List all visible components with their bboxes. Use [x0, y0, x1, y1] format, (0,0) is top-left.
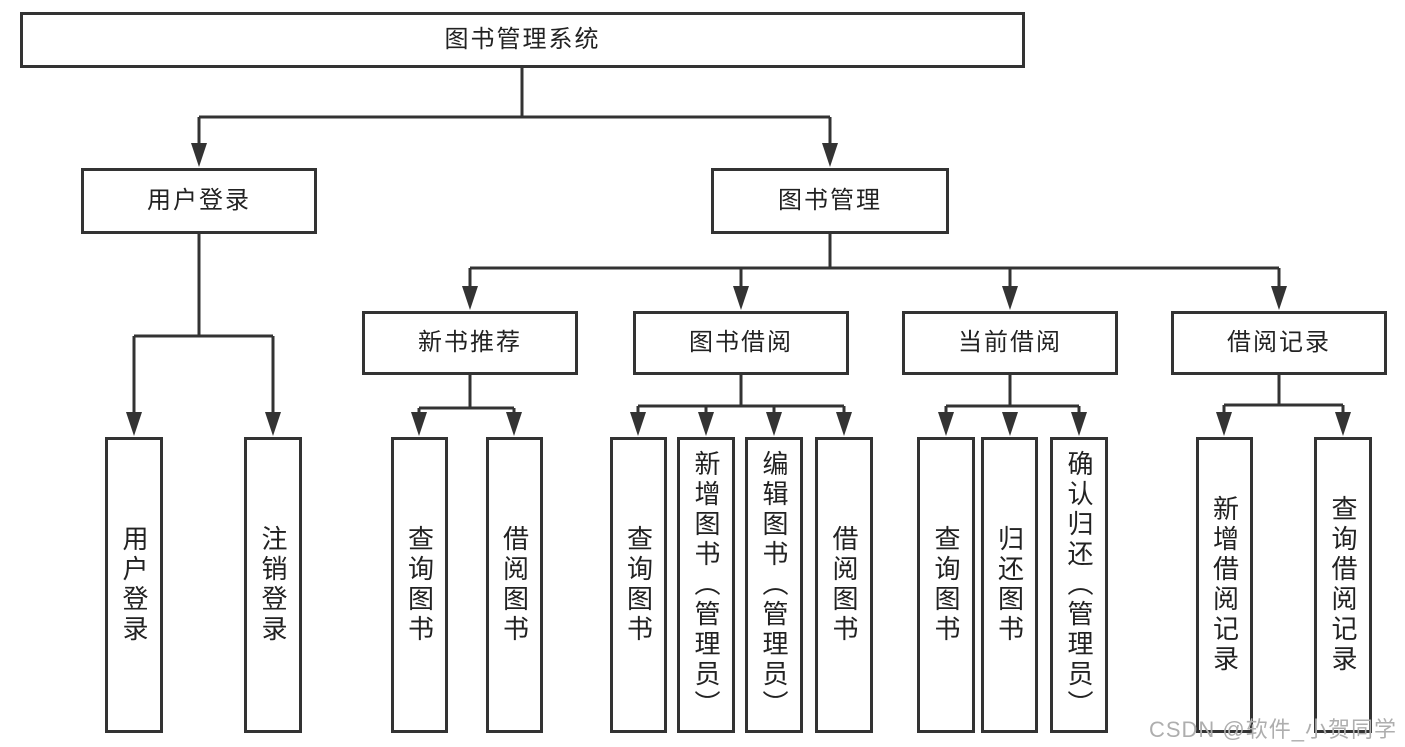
node-new-book-recommendation-label: 新书推荐 [418, 329, 522, 356]
leaf-return-books: 归还图书 [981, 437, 1038, 733]
leaf-logout-label: 注销登录 [258, 525, 288, 645]
node-user-login: 用户登录 [81, 168, 317, 234]
leaf-query-borrow-record-label: 查询借阅记录 [1328, 495, 1358, 675]
node-current-borrowing-label: 当前借阅 [958, 329, 1062, 356]
arrowheads-user-login-children [126, 412, 281, 436]
arrowheads-level3 [462, 286, 1287, 310]
connector-borrowing-records-children [1222, 375, 1345, 414]
node-user-login-label: 用户登录 [147, 187, 251, 214]
leaf-borrow-books-borrowing-label: 借阅图书 [829, 525, 859, 645]
leaf-query-books-borrowing: 查询图书 [610, 437, 667, 733]
node-library-management-system: 图书管理系统 [20, 12, 1025, 68]
arrowheads-current-borrowing-children [938, 412, 1087, 436]
node-new-book-recommendation: 新书推荐 [362, 311, 578, 375]
leaf-query-books-recommend: 查询图书 [391, 437, 448, 733]
leaf-add-borrow-record: 新增借阅记录 [1196, 437, 1253, 733]
arrowheads-borrowing-records-children [1216, 412, 1351, 436]
connector-book-management-to-level3 [468, 234, 1281, 288]
csdn-watermark: CSDN @软件_小贺同学 [1148, 717, 1397, 742]
leaf-query-books-current: 查询图书 [917, 437, 975, 733]
arrowheads-book-borrowing-children [630, 412, 852, 436]
leaf-query-books-current-label: 查询图书 [931, 525, 961, 645]
leaf-confirm-return-admin: 确认归还（管理员） [1050, 437, 1108, 733]
connector-current-borrowing-children [944, 375, 1081, 414]
leaf-confirm-return-admin-label: 确认归还（管理员） [1064, 450, 1094, 720]
node-book-borrowing: 图书借阅 [633, 311, 849, 375]
connector-new-book-recommendation-children [417, 375, 516, 414]
leaf-borrow-books-borrowing: 借阅图书 [815, 437, 873, 733]
arrowheads-new-book-recommendation-children [411, 412, 522, 436]
node-borrowing-records: 借阅记录 [1171, 311, 1387, 375]
connector-root-to-level2 [197, 68, 832, 146]
leaf-borrow-books-recommend: 借阅图书 [486, 437, 543, 733]
node-book-borrowing-label: 图书借阅 [689, 329, 793, 356]
leaf-add-borrow-record-label: 新增借阅记录 [1209, 495, 1240, 675]
leaf-user-login-label: 用户登录 [119, 525, 149, 645]
node-book-management: 图书管理 [711, 168, 949, 234]
leaf-logout: 注销登录 [244, 437, 302, 733]
leaf-user-login: 用户登录 [105, 437, 163, 733]
leaf-borrow-books-recommend-label: 借阅图书 [499, 525, 530, 645]
leaf-query-books-borrowing-label: 查询图书 [623, 525, 654, 645]
arrowheads-level2 [191, 143, 838, 167]
connector-user-login-children [132, 234, 275, 414]
leaf-return-books-label: 归还图书 [994, 525, 1025, 645]
node-current-borrowing: 当前借阅 [902, 311, 1118, 375]
leaf-edit-books-admin: 编辑图书（管理员） [745, 437, 803, 733]
connector-book-borrowing-children [636, 375, 846, 414]
leaf-add-books-admin-label: 新增图书（管理员） [691, 450, 721, 720]
leaf-add-books-admin: 新增图书（管理员） [677, 437, 735, 733]
node-book-management-label: 图书管理 [778, 187, 882, 214]
leaf-query-books-recommend-label: 查询图书 [404, 525, 435, 645]
node-borrowing-records-label: 借阅记录 [1227, 329, 1331, 356]
leaf-query-borrow-record: 查询借阅记录 [1314, 437, 1372, 733]
node-library-management-system-label: 图书管理系统 [444, 26, 601, 53]
leaf-edit-books-admin-label: 编辑图书（管理员） [759, 450, 789, 720]
